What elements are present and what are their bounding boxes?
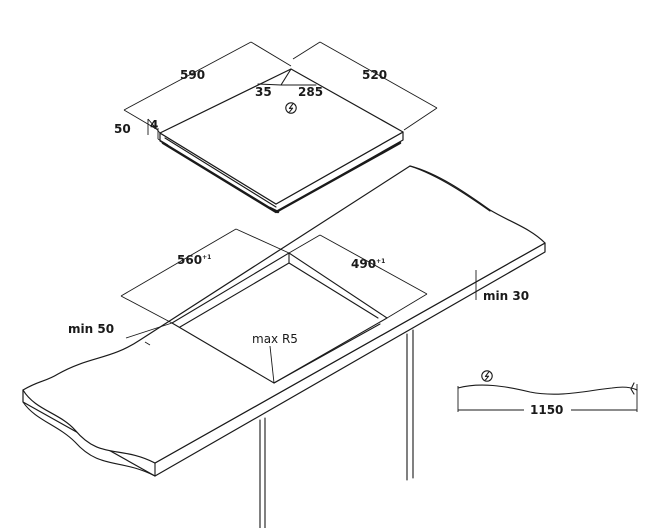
corner-radius-label: max R5 xyxy=(252,332,298,346)
glass-thickness-label: 4 xyxy=(150,118,158,132)
power-connection-icon xyxy=(481,370,493,382)
connection-offset-label: 35 xyxy=(255,85,272,99)
connection-distance-label: 285 xyxy=(298,85,323,99)
cable-length-label: 1150 xyxy=(530,403,563,417)
min-front-distance-label: min 30 xyxy=(483,289,529,303)
hob-depth-label: 520 xyxy=(362,68,387,82)
worktop-top xyxy=(22,165,546,464)
worktop xyxy=(22,165,546,477)
power-connection-icon xyxy=(285,102,297,114)
power-cable xyxy=(457,382,638,412)
cutout-width-label: 560+1 xyxy=(177,253,211,267)
hob-height-label: 50 xyxy=(114,122,131,136)
cutout-dimensions xyxy=(120,228,477,384)
hob xyxy=(159,68,404,214)
hob-top xyxy=(159,68,404,205)
hob-width-label: 590 xyxy=(180,68,205,82)
cabinet-supports xyxy=(259,329,414,528)
hob-dimensions xyxy=(123,41,438,146)
min-back-distance-label: min 50 xyxy=(68,322,114,336)
cutout-depth-label: 490+1 xyxy=(351,257,385,271)
